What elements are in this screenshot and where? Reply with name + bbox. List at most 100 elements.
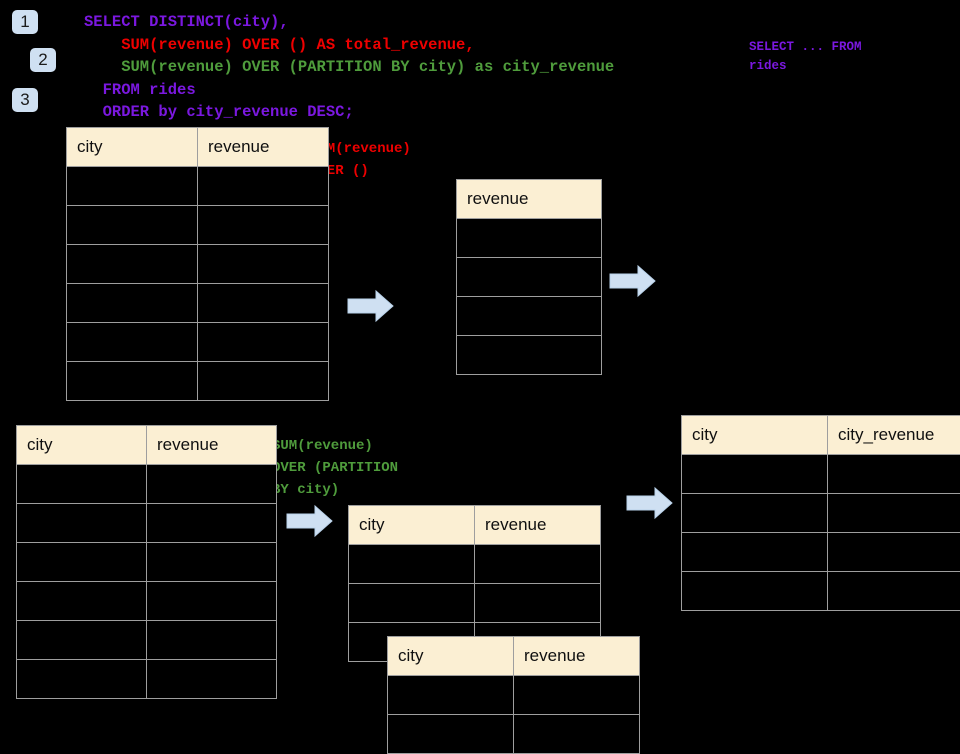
- column-header-revenue: revenue: [475, 506, 601, 545]
- table-cell: [67, 167, 198, 206]
- table-row: [17, 621, 277, 660]
- column-header-revenue: revenue: [457, 180, 602, 219]
- table-row: [17, 543, 277, 582]
- table-cell: [147, 504, 277, 543]
- table-row: [349, 545, 601, 584]
- table-row: [17, 504, 277, 543]
- table-cell: [198, 167, 329, 206]
- table-cell: [388, 715, 514, 754]
- column-header-revenue: revenue: [198, 128, 329, 167]
- table-cell: [198, 284, 329, 323]
- column-header-revenue: revenue: [147, 426, 277, 465]
- table-cell: [17, 504, 147, 543]
- table-cell: [147, 660, 277, 699]
- table-row: [67, 323, 329, 362]
- table-row: [682, 494, 960, 533]
- annotation-city-revenue-line-2: OVER (PARTITION: [272, 457, 398, 480]
- table-cell: [457, 297, 602, 336]
- table-cell: [67, 206, 198, 245]
- table-cell: [349, 545, 475, 584]
- side-note-line-1: SELECT ... FROM: [749, 38, 862, 57]
- table-cell: [682, 455, 828, 494]
- table-row: [457, 336, 602, 375]
- sql-line-total-revenue: SUM(revenue) OVER () AS total_revenue,: [84, 34, 475, 57]
- sql-line-order-by: ORDER by city_revenue DESC;: [84, 101, 354, 124]
- step-badge-2: 2: [30, 48, 56, 72]
- final-result-table: city city_revenue: [681, 415, 960, 611]
- diagram-canvas: 1 2 3 SELECT DISTINCT(city), SUM(revenue…: [0, 0, 960, 720]
- table-row: [17, 660, 277, 699]
- table-header-row: revenue: [457, 180, 602, 219]
- table-row: [388, 676, 640, 715]
- table-cell: [682, 572, 828, 611]
- table-row: [17, 465, 277, 504]
- table-cell: [67, 245, 198, 284]
- table-header-row: city revenue: [388, 637, 640, 676]
- table-cell: [67, 284, 198, 323]
- table-cell: [147, 465, 277, 504]
- table-header-row: city city_revenue: [682, 416, 960, 455]
- table-cell: [17, 621, 147, 660]
- table-row: [67, 245, 329, 284]
- arrow-source-to-partition: [285, 503, 335, 539]
- table-cell: [828, 455, 960, 494]
- table-cell: [828, 572, 960, 611]
- table-row: [67, 362, 329, 401]
- column-header-city: city: [388, 637, 514, 676]
- arrow-partition-to-result: [625, 485, 675, 521]
- table-cell: [17, 660, 147, 699]
- table-cell: [475, 545, 601, 584]
- table-cell: [457, 258, 602, 297]
- table-cell: [147, 582, 277, 621]
- annotation-city-revenue-line-1: SUM(revenue): [272, 435, 373, 458]
- table-cell: [147, 621, 277, 660]
- table-cell: [198, 362, 329, 401]
- column-header-city: city: [349, 506, 475, 545]
- table-cell: [388, 676, 514, 715]
- table-cell: [828, 494, 960, 533]
- table-row: [67, 284, 329, 323]
- table-row: [349, 584, 601, 623]
- table-cell: [475, 584, 601, 623]
- column-header-city: city: [17, 426, 147, 465]
- table-cell: [514, 715, 640, 754]
- sql-line-from: FROM rides: [84, 79, 196, 102]
- table-row: [457, 219, 602, 258]
- table-header-row: city revenue: [67, 128, 329, 167]
- table-cell: [67, 323, 198, 362]
- table-cell: [198, 323, 329, 362]
- table-cell: [198, 245, 329, 284]
- table-cell: [147, 543, 277, 582]
- arrow-source-to-total: [346, 288, 396, 324]
- table-cell: [198, 206, 329, 245]
- table-header-row: city revenue: [349, 506, 601, 545]
- rides-source-table: city revenue: [66, 127, 329, 401]
- table-row: [457, 258, 602, 297]
- step-badge-1: 1: [12, 10, 38, 34]
- arrow-total-to-result: [608, 263, 658, 299]
- partition-group-front: city revenue: [387, 636, 640, 754]
- table-row: [388, 715, 640, 754]
- table-row: [67, 206, 329, 245]
- table-cell: [17, 465, 147, 504]
- step-badge-3: 3: [12, 88, 38, 112]
- table-row: [682, 533, 960, 572]
- table-cell: [349, 584, 475, 623]
- rides-source-table-partitioned: city revenue: [16, 425, 277, 699]
- column-header-city-revenue: city_revenue: [828, 416, 960, 455]
- table-row: [67, 167, 329, 206]
- annotation-city-revenue-line-3: BY city): [272, 479, 339, 502]
- table-row: [457, 297, 602, 336]
- column-header-revenue: revenue: [514, 637, 640, 676]
- table-cell: [682, 494, 828, 533]
- table-cell: [514, 676, 640, 715]
- table-cell: [682, 533, 828, 572]
- table-cell: [17, 582, 147, 621]
- table-cell: [457, 219, 602, 258]
- table-cell: [17, 543, 147, 582]
- total-revenue-table: revenue: [456, 179, 602, 375]
- column-header-city: city: [67, 128, 198, 167]
- table-row: [17, 582, 277, 621]
- sql-line-city-revenue: SUM(revenue) OVER (PARTITION BY city) as…: [84, 56, 614, 79]
- table-cell: [828, 533, 960, 572]
